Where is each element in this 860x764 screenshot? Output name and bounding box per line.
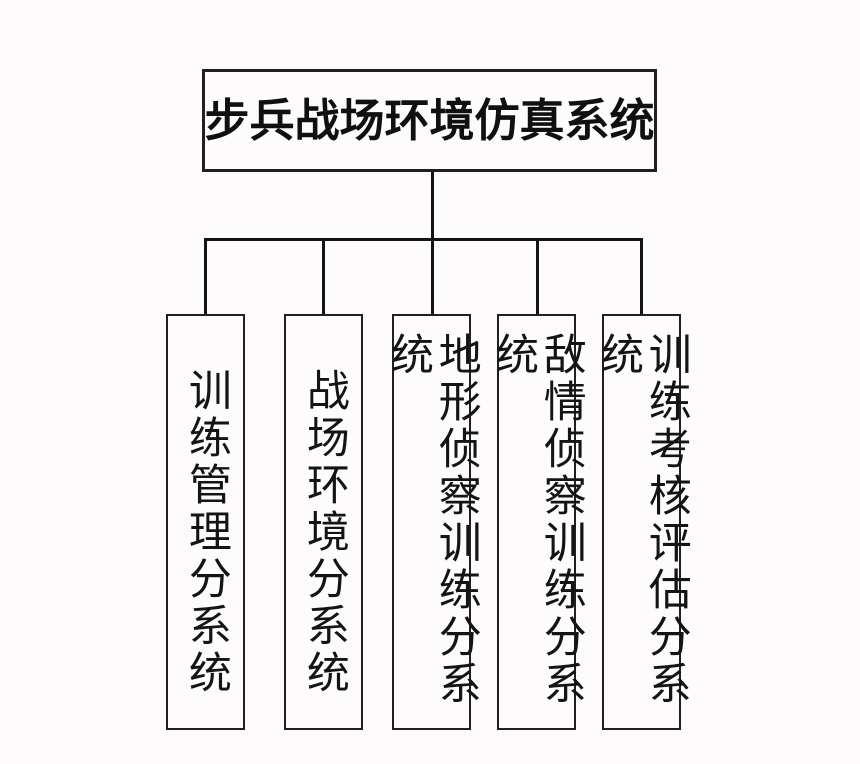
- child-node-label-5: 训练考核评估分系统: [593, 332, 692, 708]
- root-node-label: 步兵战场环境仿真系统: [204, 94, 655, 147]
- root-node[interactable]: 步兵战场环境仿真系统: [202, 69, 657, 172]
- connector-drop-5: [640, 238, 643, 316]
- child-node-terrain-recon-training[interactable]: 地形侦察训练分系统: [384, 314, 481, 730]
- child-node-label-3: 地形侦察训练分系统: [383, 332, 482, 708]
- child-node-training-management[interactable]: 训练管理分系统: [166, 314, 245, 730]
- connector-trunk-vertical: [431, 172, 434, 241]
- child-node-battlefield-environment[interactable]: 战场环境分系统: [284, 314, 363, 730]
- child-node-training-assessment[interactable]: 训练考核评估分系统: [594, 314, 691, 730]
- connector-drop-4: [536, 238, 539, 316]
- child-node-label-1: 训练管理分系统: [181, 368, 232, 697]
- connector-drop-2: [322, 238, 325, 316]
- connector-horizontal-bus: [204, 238, 643, 241]
- child-node-label-2: 战场环境分系统: [299, 368, 350, 697]
- connector-drop-1: [204, 238, 207, 316]
- child-node-enemy-recon-training[interactable]: 敌情侦察训练分系统: [489, 314, 586, 730]
- connector-drop-3: [431, 238, 434, 316]
- child-node-label-4: 敌情侦察训练分系统: [488, 332, 587, 708]
